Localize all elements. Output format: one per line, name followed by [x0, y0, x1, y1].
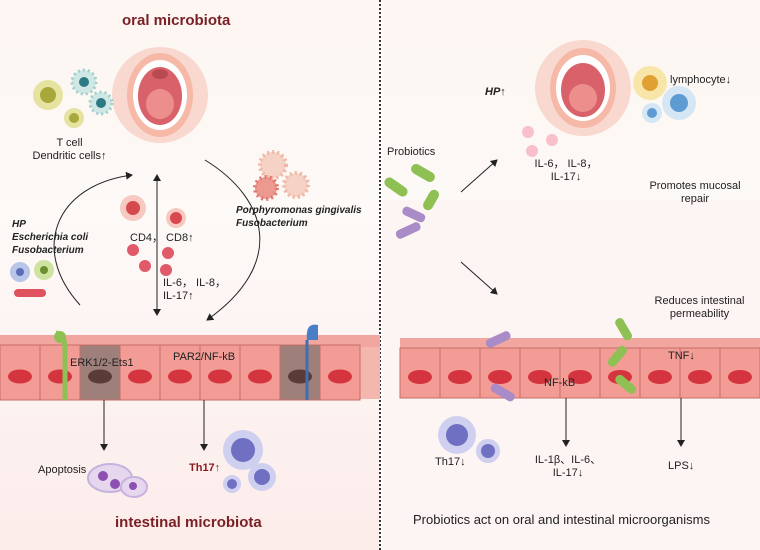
- cd-label: CD4， CD8↑: [130, 232, 194, 244]
- cell-nucleus: [488, 370, 512, 384]
- nfkb-label: NF-kB: [544, 377, 576, 389]
- permeability-label: Reduces intestinal permeability: [654, 295, 745, 320]
- par2-label: PAR2/NF-kB: [173, 351, 236, 363]
- figure-caption: Probiotics act on oral and intestinal mi…: [413, 512, 710, 527]
- cytokine-label-left: IL-6， IL-8， IL-17↑: [163, 277, 226, 302]
- cell-nucleus: [48, 369, 72, 384]
- il1-label: IL-1β、IL-6、 IL-17↓: [534, 454, 602, 479]
- oral-microbiota-title: oral microbiota: [122, 12, 231, 29]
- hp-label: HP↑: [485, 86, 506, 98]
- cell-nucleus: [528, 370, 552, 384]
- mucosal-repair-label: Promotes mucosal repair: [649, 180, 741, 205]
- mouth-icon-left: [112, 47, 208, 143]
- tnf-label: TNF↓: [668, 350, 695, 362]
- pathogen-icon-left: [10, 260, 54, 297]
- cell-nucleus: [568, 370, 592, 384]
- lymphocyte-label: lymphocyte↓: [670, 74, 732, 86]
- cytokine-label-right: IL-6， IL-8， IL-17↓: [534, 158, 598, 183]
- cell-nucleus: [8, 369, 32, 384]
- erk-label: ERK1/2-Ets1: [70, 357, 134, 369]
- cell-nucleus: [648, 370, 672, 384]
- cell-nucleus: [168, 369, 192, 384]
- apoptosis-icon: [87, 463, 148, 498]
- porphyromonas-icon: [253, 150, 310, 201]
- tcell-label: T cell Dendritic cells↑: [32, 137, 107, 162]
- intestinal-microbiota-title: intestinal microbiota: [115, 514, 262, 531]
- probiotics-icon: [384, 164, 439, 239]
- panel-divider: [379, 0, 381, 550]
- th17-cells-left: [223, 430, 276, 493]
- th17-label-right: Th17↓: [435, 456, 466, 468]
- cell-nucleus: [248, 369, 272, 384]
- immune-cells-left: [33, 68, 114, 128]
- th17-cells-right: [438, 416, 500, 463]
- lymphocyte-icon: [633, 66, 696, 123]
- cytokine-dots-left: [120, 195, 186, 276]
- th17-label-left: Th17↑: [189, 462, 221, 474]
- mouth-icon-right: [535, 40, 631, 136]
- cell-nucleus: [328, 369, 352, 384]
- cell-nucleus: [448, 370, 472, 384]
- probiotics-label: Probiotics: [387, 146, 436, 158]
- bacteria-list-left: HP Escherichia coli Fusobacterium: [12, 219, 89, 256]
- cell-nucleus: [128, 369, 152, 384]
- bacteria-list-right: Porphyromonas gingivalis Fusobacterium: [236, 205, 362, 229]
- cell-nucleus: [688, 370, 712, 384]
- cell-nucleus: [408, 370, 432, 384]
- apoptosis-label: Apoptosis: [38, 464, 87, 476]
- cell-nucleus: [88, 369, 112, 384]
- probiotics-on-epithelium: [485, 318, 637, 402]
- lps-label: LPS↓: [668, 460, 695, 472]
- cell-nucleus: [728, 370, 752, 384]
- cell-nucleus: [208, 369, 232, 384]
